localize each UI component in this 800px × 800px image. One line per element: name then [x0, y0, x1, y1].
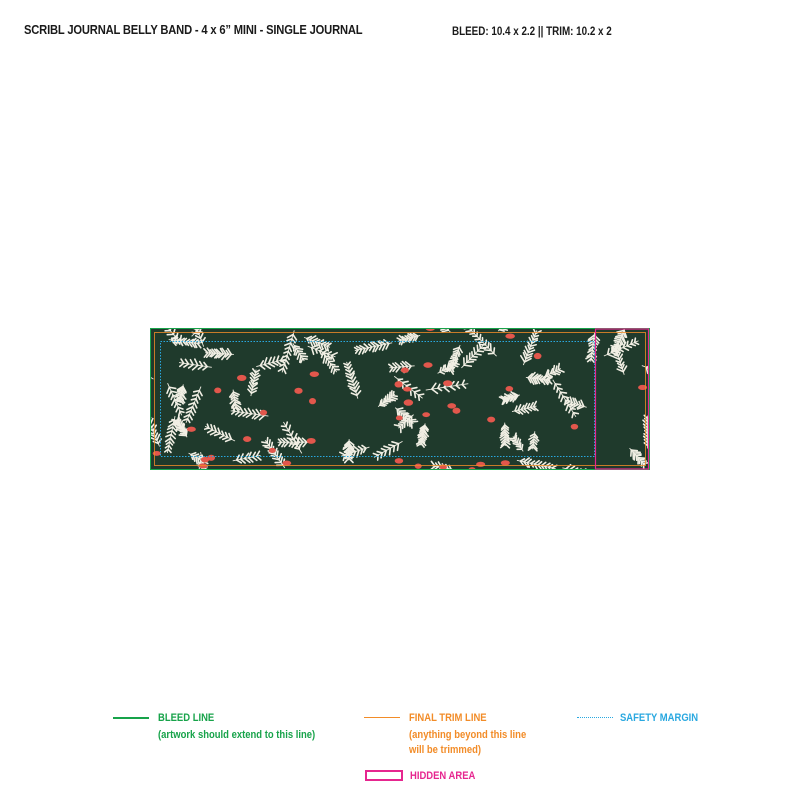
berry — [394, 381, 403, 388]
pine-branch — [163, 415, 178, 454]
berry — [236, 374, 247, 381]
pine-branch — [179, 358, 212, 371]
pine-branch — [174, 384, 187, 405]
trim-line-note-1: (anything beyond this line — [409, 729, 527, 741]
bleed-line-swatch — [113, 717, 149, 719]
pine-branch — [353, 339, 393, 356]
template-title: SCRIBL JOURNAL BELLY BAND - 4 x 6” MINI … — [24, 22, 363, 37]
berry — [243, 436, 252, 442]
pine-branch — [563, 396, 587, 410]
berry — [306, 437, 316, 444]
berry — [443, 380, 453, 387]
pine-branch — [277, 330, 298, 375]
pine-branch — [525, 371, 553, 386]
berry — [395, 415, 403, 421]
pine-branch — [307, 344, 338, 362]
pine-branch — [343, 361, 362, 399]
berry — [476, 461, 486, 467]
trim-line — [154, 332, 646, 466]
berry — [402, 386, 412, 392]
bleed-line-label: BLEED LINE — [158, 712, 215, 724]
berry — [394, 458, 404, 464]
berry — [309, 397, 317, 405]
trim-line-note-2: will be trimmed) — [409, 744, 482, 756]
berry — [500, 460, 510, 466]
berry — [423, 362, 433, 368]
safety-margin-swatch — [577, 717, 613, 718]
pine-branch — [256, 355, 286, 370]
berry — [533, 352, 542, 360]
berry — [186, 426, 196, 432]
pine-branch — [232, 450, 262, 464]
trim-line-swatch — [364, 717, 400, 718]
berry — [268, 447, 276, 453]
berry — [403, 399, 414, 406]
pine-branch — [377, 390, 398, 407]
pine-branch — [372, 440, 403, 461]
pine-branch — [247, 368, 261, 397]
pine-branch — [415, 423, 430, 448]
berry — [505, 333, 515, 339]
pine-branch — [498, 391, 520, 406]
berry — [452, 407, 461, 414]
berry — [487, 416, 496, 423]
pine-branch — [182, 386, 203, 424]
pine-branch — [277, 436, 311, 449]
berry — [638, 384, 648, 391]
pine-branch — [171, 414, 189, 438]
hidden-area — [594, 328, 650, 470]
pine-branch — [342, 439, 355, 464]
berry — [400, 367, 409, 373]
pine-branch — [511, 400, 539, 415]
pine-branch — [203, 423, 236, 443]
berry — [570, 423, 579, 430]
berry — [447, 403, 457, 409]
pine-branch — [393, 414, 414, 434]
template-specs: BLEED: 10.4 x 2.2 || TRIM: 10.2 x 2 — [452, 24, 612, 38]
safety-margin — [160, 341, 595, 457]
pine-branch — [461, 342, 487, 369]
pine-branch — [542, 362, 565, 379]
berry — [505, 386, 514, 392]
pine-branch — [610, 342, 628, 375]
pine-branch — [303, 335, 332, 352]
berry — [259, 409, 268, 416]
pine-branch — [519, 328, 542, 366]
pine-branch — [203, 347, 234, 361]
berry — [200, 456, 210, 463]
pine-branch-and-berry-pattern — [150, 328, 650, 470]
belly-band-artwork — [150, 328, 650, 470]
pine-branch — [499, 422, 511, 449]
bleed-line-note: (artwork should extend to this line) — [158, 729, 316, 741]
berry — [309, 371, 320, 377]
pine-branch — [527, 431, 540, 452]
trim-line-label: FINAL TRIM LINE — [409, 712, 487, 724]
berry — [414, 463, 422, 469]
pattern-background — [150, 328, 650, 470]
hidden-area-swatch — [365, 770, 403, 781]
berry — [214, 387, 222, 394]
hidden-area-label: HIDDEN AREA — [410, 770, 476, 782]
safety-margin-label: SAFETY MARGIN — [620, 712, 699, 724]
berry — [294, 387, 303, 394]
pine-branch — [292, 343, 309, 364]
bleed-line — [150, 328, 650, 470]
berry — [422, 412, 431, 418]
pine-branch — [437, 358, 460, 375]
berry — [152, 450, 161, 456]
berry — [282, 460, 292, 466]
